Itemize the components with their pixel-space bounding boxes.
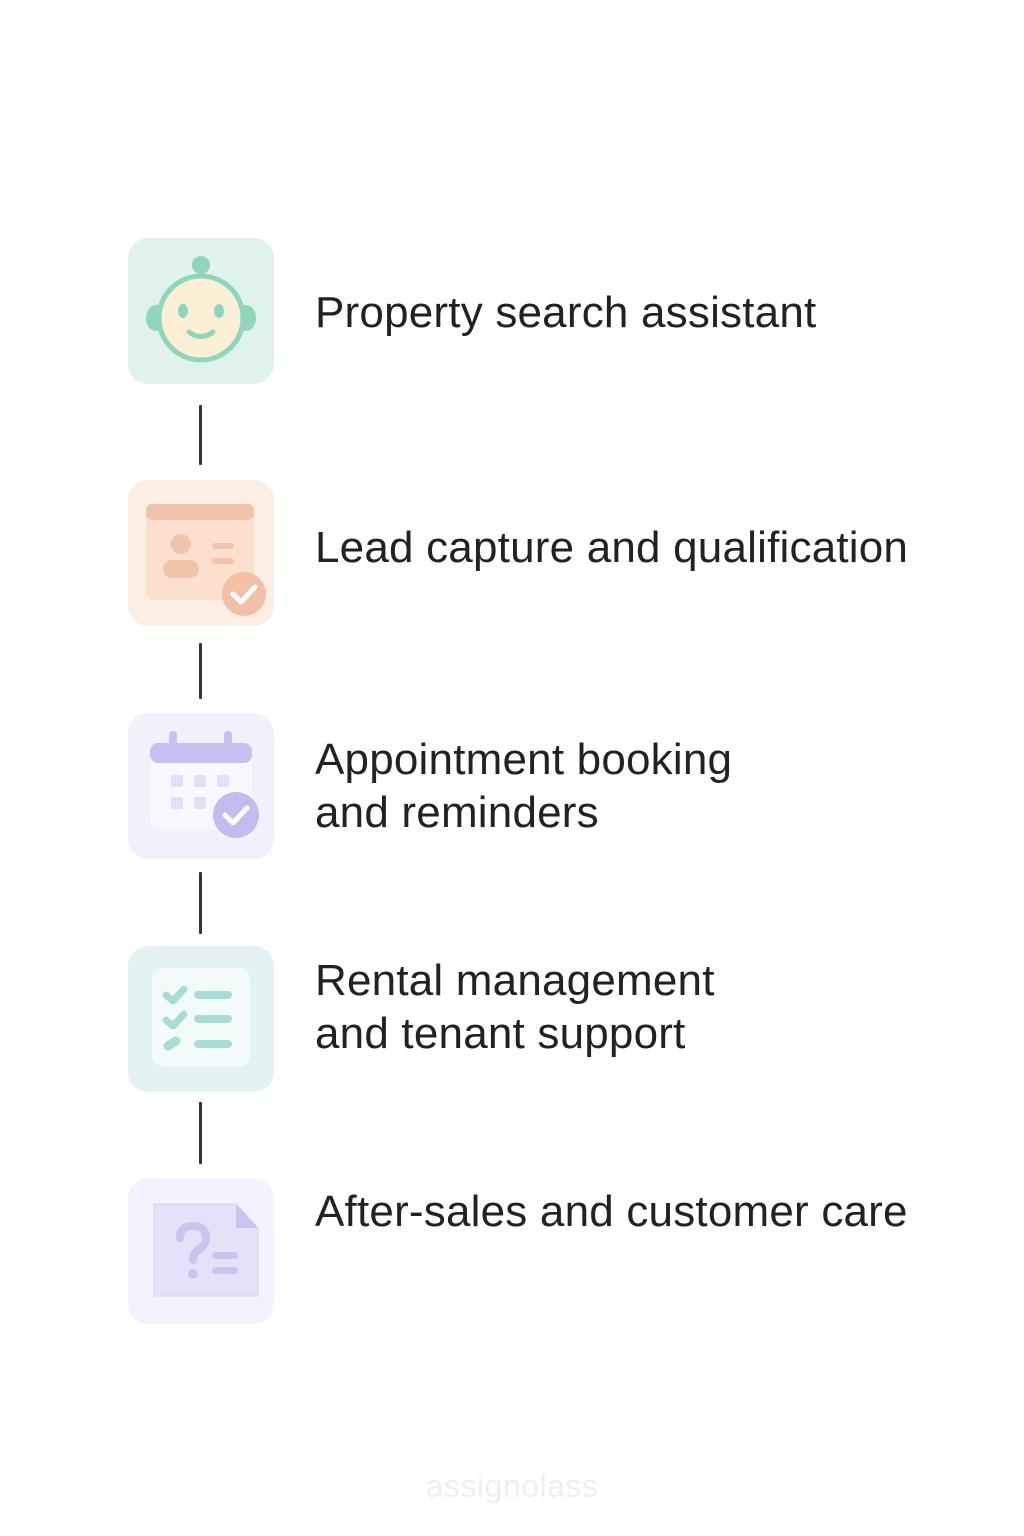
watermark: assignolass [425, 1468, 599, 1504]
step-5-label: After-sales and customer care [315, 1185, 908, 1238]
connector-1 [199, 405, 202, 465]
step-1-label-line-1: Property search assistant [315, 288, 817, 337]
step-1-tile [128, 238, 274, 384]
step-2-label: Lead capture and qualification [315, 521, 908, 574]
step-4-label: Rental management and tenant support [315, 954, 715, 1060]
step-4-tile [128, 946, 274, 1092]
step-3-label: Appointment booking and reminders [315, 733, 732, 839]
step-2-tile [128, 480, 274, 626]
checklist-icon [152, 968, 250, 1066]
step-3-label-line-1: Appointment booking [315, 735, 733, 784]
step-3-label-line-2: and reminders [315, 788, 599, 837]
step-1-label: Property search assistant [315, 286, 816, 339]
connector-2 [199, 643, 202, 699]
step-2-label-line-1: Lead capture and qualification [315, 523, 909, 572]
step-4-label-line-1: Rental management [315, 956, 715, 1005]
calendar-check-icon [150, 731, 259, 838]
contact-card-check-icon [146, 504, 266, 616]
help-document-icon [153, 1203, 259, 1297]
step-3-tile [128, 713, 274, 859]
connector-3 [199, 872, 202, 934]
step-5-tile [128, 1178, 274, 1324]
connector-4 [199, 1102, 202, 1164]
robot-face-icon [146, 256, 256, 363]
step-5-label-line-1: After-sales and customer care [315, 1187, 908, 1236]
step-4-label-line-2: and tenant support [315, 1009, 686, 1058]
